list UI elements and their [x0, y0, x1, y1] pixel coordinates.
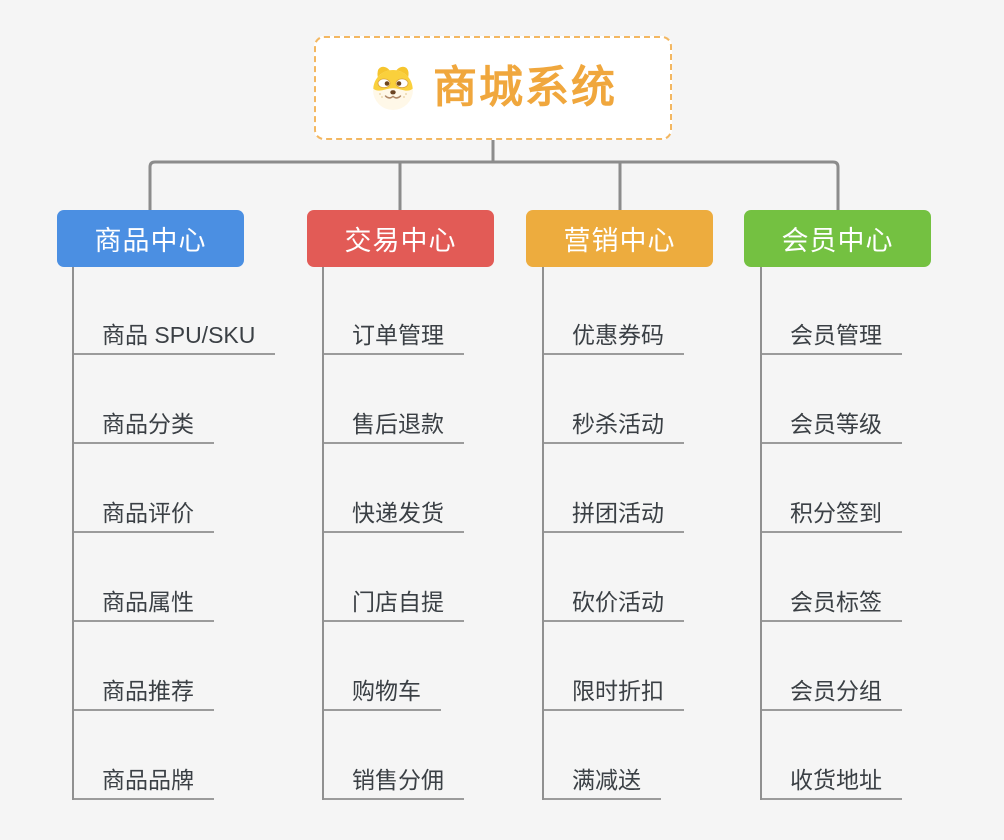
leaf-node[interactable]: 购物车: [324, 671, 441, 711]
branch-label: 营销中心: [563, 226, 676, 256]
branch-children-marketing-center: 优惠券码 秒杀活动 拼团活动 砍价活动 限时折扣 满减送: [542, 267, 774, 800]
branch-label: 交易中心: [344, 226, 457, 256]
branch-node-member-center[interactable]: 会员中心: [744, 210, 931, 267]
doge-icon: [369, 64, 417, 112]
leaf-node[interactable]: 限时折扣: [544, 671, 684, 711]
branch-label: 会员中心: [781, 226, 894, 256]
branch-node-marketing-center[interactable]: 营销中心: [526, 210, 713, 267]
branch-node-product-center[interactable]: 商品中心: [57, 210, 244, 267]
branch-label: 商品中心: [94, 226, 207, 256]
root-node[interactable]: 商城系统: [314, 36, 672, 140]
leaf-node[interactable]: 商品评价: [74, 493, 214, 533]
leaf-node[interactable]: 商品品牌: [74, 760, 214, 800]
leaf-node[interactable]: 拼团活动: [544, 493, 684, 533]
leaf-node[interactable]: 会员分组: [762, 671, 902, 711]
leaf-node[interactable]: 商品推荐: [74, 671, 214, 711]
leaf-node[interactable]: 门店自提: [324, 582, 464, 622]
leaf-node[interactable]: 收货地址: [762, 760, 902, 800]
leaf-node[interactable]: 商品分类: [74, 404, 214, 444]
leaf-node[interactable]: 满减送: [544, 760, 661, 800]
branch-children-product-center: 商品 SPU/SKU 商品分类 商品评价 商品属性 商品推荐 商品品牌: [72, 267, 304, 800]
leaf-node[interactable]: 销售分佣: [324, 760, 464, 800]
leaf-node[interactable]: 会员等级: [762, 404, 902, 444]
leaf-node[interactable]: 会员管理: [762, 315, 902, 355]
leaf-node[interactable]: 砍价活动: [544, 582, 684, 622]
root-title: 商城系统: [433, 63, 617, 112]
leaf-node[interactable]: 商品 SPU/SKU: [74, 315, 276, 355]
leaf-node[interactable]: 快递发货: [324, 493, 464, 533]
branch-node-trade-center[interactable]: 交易中心: [307, 210, 494, 267]
leaf-node[interactable]: 售后退款: [324, 404, 464, 444]
leaf-node[interactable]: 会员标签: [762, 582, 902, 622]
leaf-node[interactable]: 秒杀活动: [544, 404, 684, 444]
branch-children-member-center: 会员管理 会员等级 积分签到 会员标签 会员分组 收货地址: [760, 267, 992, 800]
leaf-node[interactable]: 订单管理: [324, 315, 464, 355]
leaf-node[interactable]: 积分签到: [762, 493, 902, 533]
leaf-node[interactable]: 商品属性: [74, 582, 214, 622]
leaf-node[interactable]: 优惠券码: [544, 315, 684, 355]
branch-children-trade-center: 订单管理 售后退款 快递发货 门店自提 购物车 销售分佣: [322, 267, 554, 800]
